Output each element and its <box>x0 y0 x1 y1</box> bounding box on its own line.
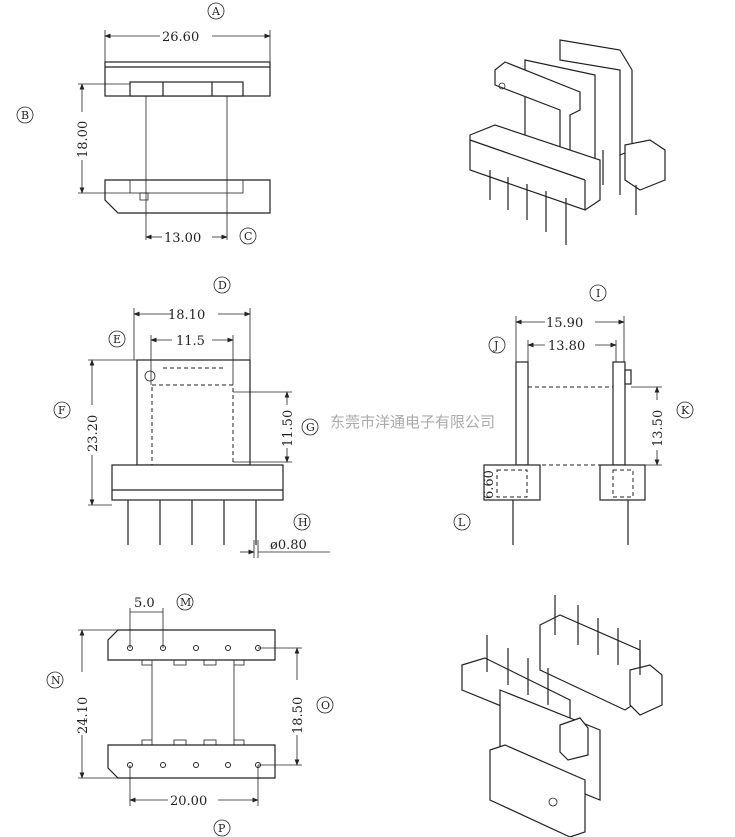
isometric-view-top <box>469 39 666 245</box>
svg-text:I: I <box>596 287 600 300</box>
watermark: 东莞市洋通电子有限公司 <box>330 413 495 431</box>
label-d: D <box>213 276 231 294</box>
svg-text:D: D <box>218 279 227 292</box>
top-view <box>78 30 271 240</box>
svg-text:P: P <box>218 822 226 835</box>
label-b: B <box>16 106 34 124</box>
label-g: G <box>301 418 319 436</box>
svg-text:M: M <box>180 596 191 609</box>
dim-f: 23.20 <box>86 415 101 452</box>
svg-text:A: A <box>211 5 221 18</box>
dim-p: 20.00 <box>170 794 207 809</box>
svg-text:F: F <box>58 404 66 417</box>
label-e: E <box>108 330 126 348</box>
label-a: A <box>207 2 225 20</box>
label-j: J <box>488 336 506 354</box>
dim-d: 18.10 <box>168 308 205 323</box>
dim-g: 11.50 <box>281 410 296 447</box>
dim-n: 24.10 <box>76 697 91 734</box>
svg-text:O: O <box>321 699 330 712</box>
label-h: H <box>293 513 311 531</box>
label-m: M <box>176 593 194 611</box>
label-p: P <box>213 819 231 837</box>
label-c: C <box>239 227 257 245</box>
dim-e: 11.5 <box>176 334 205 349</box>
dim-l: 6.60 <box>482 470 497 499</box>
dim-j: 13.80 <box>548 339 585 354</box>
dim-a: 26.60 <box>162 30 199 45</box>
label-n: N <box>46 671 64 689</box>
svg-text:H: H <box>298 516 308 529</box>
svg-text:B: B <box>21 109 29 122</box>
reference-labels: A B C D E F G H I J K L M N O P <box>16 2 694 837</box>
svg-text:N: N <box>51 674 61 687</box>
dim-m: 5.0 <box>134 596 155 611</box>
svg-text:G: G <box>306 421 315 434</box>
dim-o: 18.50 <box>291 697 306 734</box>
svg-text:K: K <box>681 404 690 417</box>
svg-text:J: J <box>493 339 498 352</box>
svg-text:E: E <box>113 333 121 346</box>
svg-text:C: C <box>244 230 252 243</box>
front-view <box>88 308 330 558</box>
dim-c: 13.00 <box>164 231 201 246</box>
svg-text:L: L <box>458 516 466 529</box>
dim-h: ø0.80 <box>270 538 307 553</box>
label-f: F <box>53 401 71 419</box>
dim-k: 13.50 <box>651 410 666 447</box>
label-k: K <box>676 401 694 419</box>
dim-i: 15.90 <box>546 316 583 331</box>
isometric-view-bottom <box>461 595 663 837</box>
label-l: L <box>453 513 471 531</box>
dim-b: 18.00 <box>76 121 91 158</box>
side-view <box>483 316 662 545</box>
label-o: O <box>316 696 334 714</box>
label-i: I <box>589 284 607 302</box>
bottom-view <box>78 608 302 806</box>
